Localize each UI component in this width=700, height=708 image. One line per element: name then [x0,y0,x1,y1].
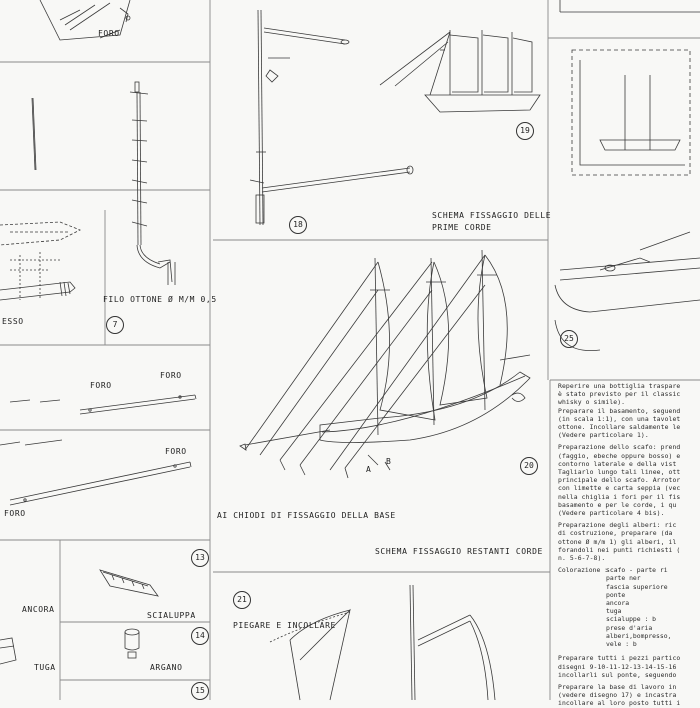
label-foro-bottom: FORO [4,509,26,518]
coloring-value: ancora [606,599,630,608]
drawing-argano [124,628,140,659]
drawing-panel-7 [31,81,176,285]
label-esso: ESSO [2,317,24,326]
drawing-panel-18 [249,9,414,226]
label-ancora: ANCORA [22,605,55,614]
drawing-panel-21 [269,584,496,701]
coloring-row: scialuppe : b [558,615,700,623]
figure-number-15: 15 [191,682,209,700]
coloring-value: vele : b [606,640,637,649]
drawing-scialuppa [99,569,159,597]
coloring-row: prese d'aria [558,624,700,632]
label-tuga: TUGA [34,663,56,672]
figure-number-18: 18 [289,216,307,234]
drawing-tuga [0,637,17,665]
label-schema-restanti: SCHEMA FISSAGGIO RESTANTI CORDE [375,547,543,556]
drawing-hull-left [0,221,81,246]
figure-number-14: 14 [191,627,209,645]
coloring-list: Colorazione : scafo - parte ri parte ner… [558,566,700,648]
label-letter-b: B [386,457,392,466]
coloring-value: ponte [606,590,626,599]
figure-number-25: 25 [560,330,578,348]
label-letter-a: A [366,465,372,474]
coloring-value: parte ner [606,574,641,583]
coloring-value: scafo - parte ri [606,566,668,575]
label-foro-mid: FORO [160,371,182,380]
coloring-value: fascia superiore [606,582,668,591]
figure-number-20: 20 [520,457,538,475]
coloring-value: scialuppe : b [606,615,657,624]
drawing-panel-19 [379,30,541,113]
figure-number-7: 7 [106,316,124,334]
instruction-paragraph-5: Preparare la base di lavoro in (vedere d… [558,682,681,708]
drawing-foro-rods [0,394,197,506]
coloring-row: vele : b [558,640,700,648]
coloring-row: fascia superiore [558,583,700,591]
figure-number-21: 21 [233,591,251,609]
label-scialuppa: SCIALUPPA [147,611,196,620]
instruction-paragraph-1: Reperire una bottiglia traspare è stato … [558,382,681,440]
coloring-row: ancora [558,599,700,607]
coloring-value: prese d'aria [606,623,653,632]
instruction-paragraph-4: Preparare tutti i pezzi partico disegni … [558,654,681,679]
label-argano: ARGANO [150,663,183,672]
drawing-panel-25 [554,0,700,352]
drawing-panel-20 [239,249,531,479]
coloring-row: ponte [558,591,700,599]
label-foro-left: FORO [90,381,112,390]
label-schema-prime-2: PRIME CORDE [432,223,492,232]
coloring-title: Colorazione : [558,566,609,575]
instruction-paragraph-3: Preparazione degli alberi: ric di costru… [558,521,681,563]
figure-number-13: 13 [191,549,209,567]
coloring-row: parte ner [558,574,700,582]
figure-number-19: 19 [516,122,534,140]
instructions-column: Reperire una bottiglia traspare è stato … [558,382,700,707]
instruction-paragraph-2: Preparazione dello scafo: prend (faggio,… [558,443,681,518]
coloring-row: tuga [558,607,700,615]
drawing-bowsprit [0,252,76,301]
drawing-top-left [39,0,131,41]
label-schema-prime: SCHEMA FISSAGGIO DELLE [432,211,552,220]
coloring-value: alberi,bompresso, [606,631,672,640]
label-chiodi: AI CHIODI DI FISSAGGIO DELLA BASE [217,511,396,520]
coloring-row: alberi,bompresso, [558,632,700,640]
label-piegare: PIEGARE E INCOLLARE [233,621,336,630]
coloring-value: tuga [606,607,622,616]
coloring-row: Colorazione : scafo - parte ri [558,566,700,574]
label-foro-top: FORO [98,29,120,38]
label-filo-ottone: FILO OTTONE Ø M/M 0,5 [103,295,217,304]
label-foro-right: FORO [165,447,187,456]
